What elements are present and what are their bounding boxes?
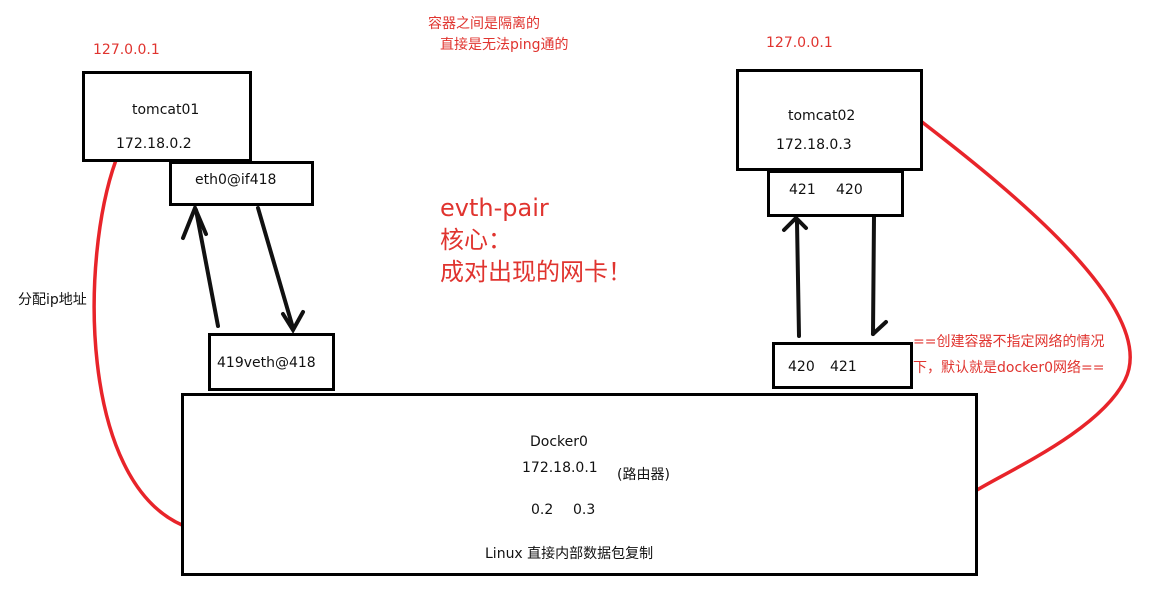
veth-left-box	[208, 333, 335, 391]
docker0-name: Docker0	[530, 434, 588, 450]
tomcat01-eth0-label: eth0@if418	[195, 172, 277, 188]
tomcat02-iface-a: 421	[789, 182, 816, 198]
tomcat01-ip: 172.18.0.2	[116, 136, 192, 152]
left-up-arrow	[181, 202, 220, 328]
localhost-left: 127.0.0.1	[93, 42, 160, 58]
right-down-arrow	[871, 215, 888, 336]
docker0-addr-a: 0.2	[531, 502, 554, 518]
tomcat01-name: tomcat01	[132, 102, 200, 118]
right-up-arrow	[782, 215, 808, 338]
docker0-note: Linux 直接内部数据包复制	[485, 546, 654, 562]
docker0-role: (路由器)	[617, 467, 670, 483]
assign-ip-curve	[92, 159, 183, 527]
evth-pair-description: 成对出现的网卡！	[440, 258, 632, 286]
veth-right-label-a: 420	[788, 359, 815, 375]
default-network-line2: 下，默认就是docker0网络==	[913, 360, 1105, 376]
tomcat02-box	[736, 69, 923, 171]
tomcat02-ip: 172.18.0.3	[776, 137, 852, 153]
tomcat01-box	[82, 71, 252, 162]
docker0-addr-b: 0.3	[573, 502, 596, 518]
tomcat01-eth0-box	[169, 161, 314, 206]
evth-core-label: 核心：	[440, 226, 512, 254]
left-down-arrow	[256, 206, 305, 334]
docker0-box	[181, 393, 978, 576]
veth-right-label-b: 421	[830, 359, 857, 375]
default-network-line1: ==创建容器不指定网络的情况	[913, 334, 1105, 350]
tomcat02-iface-box	[767, 170, 904, 217]
default-network-curve	[920, 120, 1132, 492]
tomcat02-iface-b: 420	[836, 182, 863, 198]
assign-ip-label: 分配ip地址	[18, 292, 87, 308]
veth-left-label: 419veth@418	[217, 355, 316, 371]
veth-right-box	[772, 342, 913, 389]
isolation-note-line2: 直接是无法ping通的	[440, 37, 569, 53]
localhost-right: 127.0.0.1	[766, 35, 833, 51]
docker0-ip: 172.18.0.1	[522, 460, 598, 476]
evth-pair-title: evth-pair	[440, 194, 549, 222]
tomcat02-name: tomcat02	[788, 108, 856, 124]
isolation-note-line1: 容器之间是隔离的	[428, 16, 540, 32]
